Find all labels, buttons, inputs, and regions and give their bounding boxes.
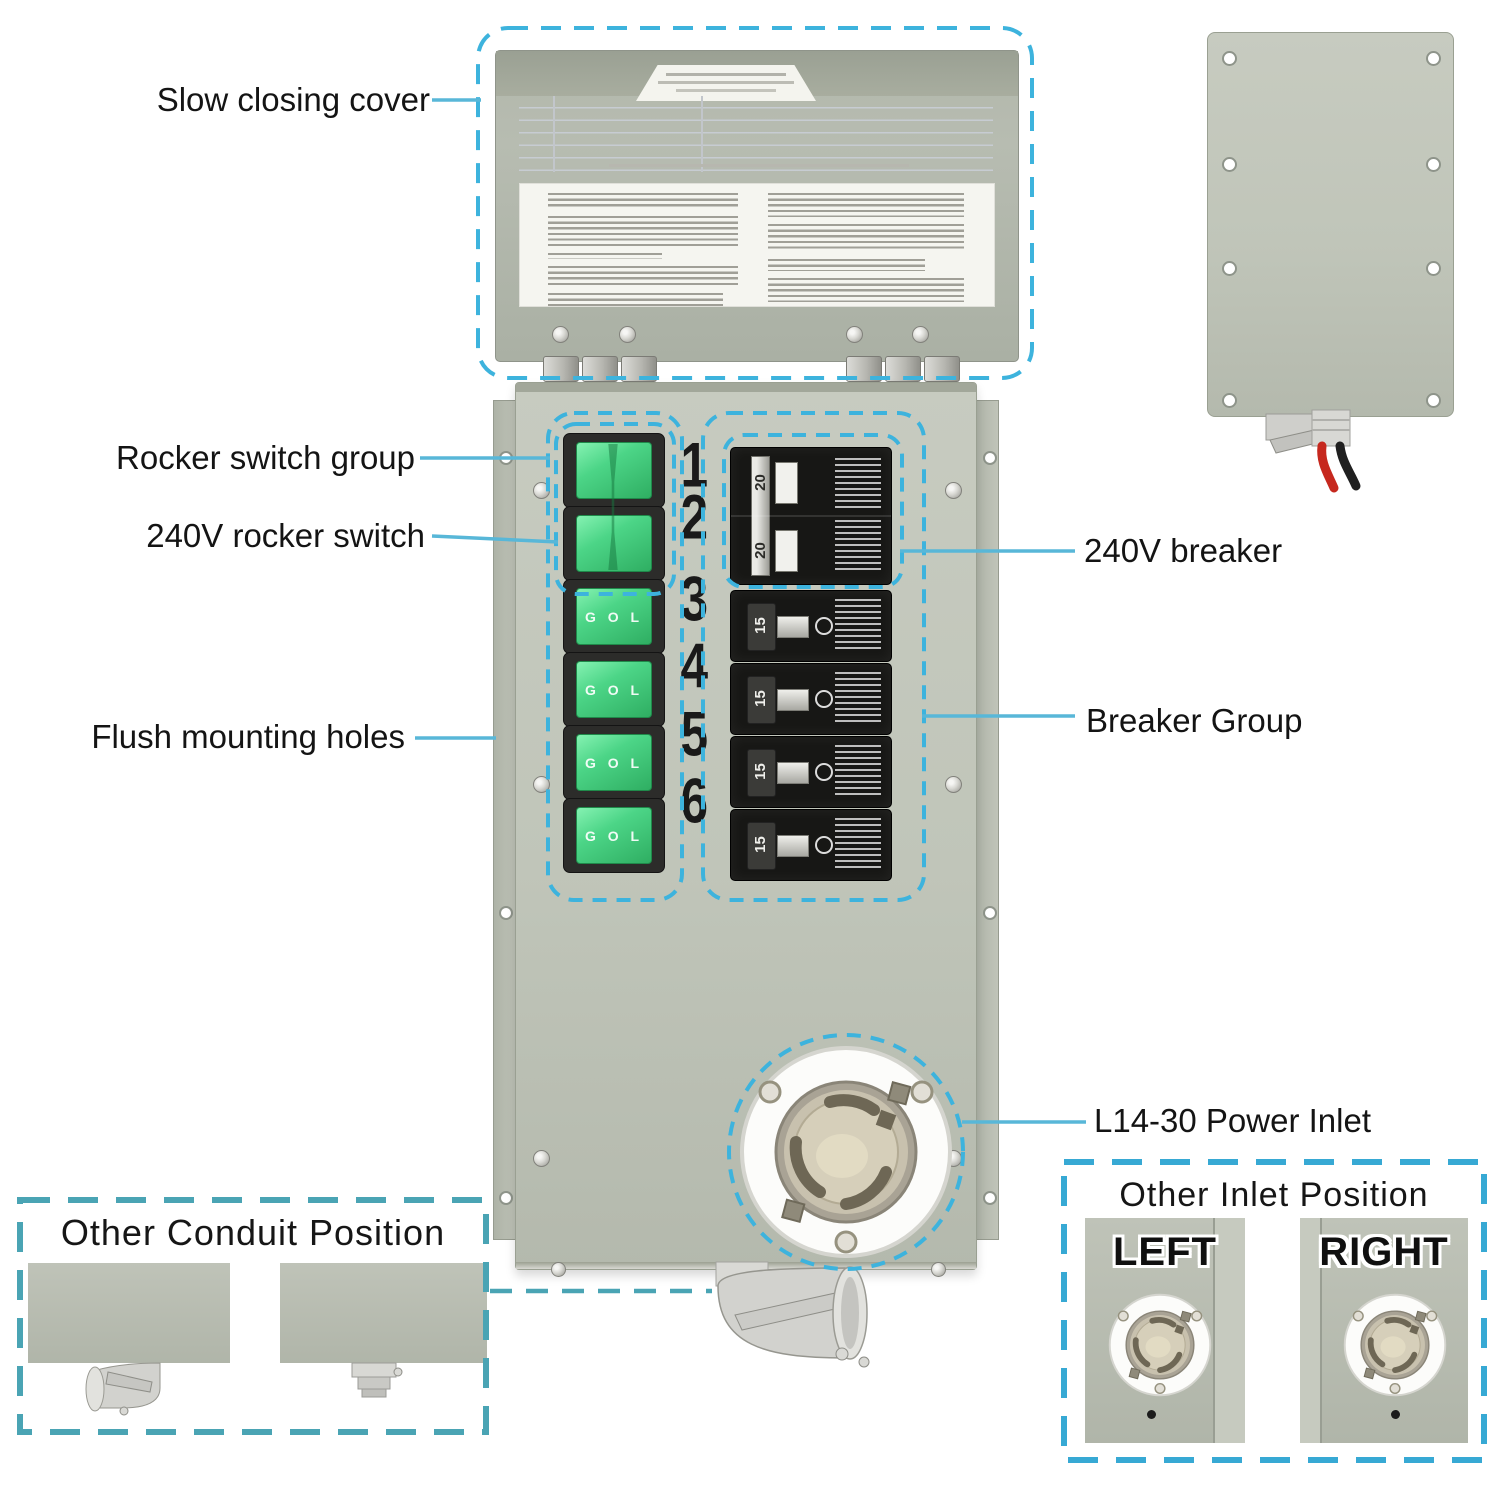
callout-flush-mounting-holes: Flush mounting holes [91, 718, 405, 755]
panel-screw [533, 482, 550, 499]
circuit-number-2: 2 [680, 482, 708, 553]
callout-240v-rocker-switch: 240V rocker switch [146, 517, 425, 554]
panel-screw [945, 1150, 962, 1167]
breaker-single-2: 15 [730, 663, 892, 735]
inlet-photo-left: LEFT [1085, 1218, 1245, 1443]
cover-screw [619, 326, 636, 343]
drain-hole [1391, 1410, 1400, 1419]
back-conduit-and-wires [1265, 409, 1361, 493]
circuit-number-5: 5 [680, 699, 708, 770]
cover-screw [552, 326, 569, 343]
circuit-number-6: 6 [680, 766, 708, 837]
switch-marking: G O L [584, 681, 644, 698]
back-view-panel [1207, 32, 1454, 417]
breaker-rating: 20 [751, 541, 769, 559]
rocker-switch-6: G O L [563, 798, 665, 873]
cover-record-sheet [519, 96, 993, 172]
foot-screw [931, 1262, 946, 1277]
conduit-elbow-main [715, 1261, 870, 1368]
cover-screw [912, 326, 929, 343]
callout-l14-30-power-inlet: L14-30 Power Inlet [1094, 1102, 1372, 1139]
right-position-label: RIGHT [1319, 1230, 1449, 1274]
breaker-single-3: 15 [730, 736, 892, 808]
callout-breaker-group: Breaker Group [1086, 702, 1303, 739]
panel-screw [945, 482, 962, 499]
switch-marking: G O L [584, 754, 644, 771]
other-inlet-position-title: Other Inlet Position [1119, 1176, 1429, 1214]
conduit-fitting-straight [351, 1362, 403, 1398]
cover-assembly [495, 50, 1019, 362]
inlet-photo-right: RIGHT [1300, 1218, 1468, 1443]
foot-screw [551, 1262, 566, 1277]
callout-slow-closing-cover: Slow closing cover [156, 81, 430, 118]
cover-screw [846, 326, 863, 343]
breaker-single-4: 15 [730, 809, 892, 881]
switch-marking: G O L [584, 608, 644, 625]
breaker-double-240v: 20 20 [730, 447, 892, 585]
cover-hinge-left [543, 356, 658, 382]
rocker-switch-5: G O L [563, 725, 665, 800]
rocker-switch-4: G O L [563, 652, 665, 727]
circuit-number-3: 3 [680, 564, 708, 635]
conduit-elbow-small [85, 1362, 161, 1416]
conduit-photo-left [28, 1263, 230, 1363]
panel-screw [945, 776, 962, 793]
drain-hole [1147, 1410, 1156, 1419]
circuit-number-4: 4 [680, 631, 708, 702]
conduit-photo-right [280, 1263, 487, 1363]
callout-rocker-switch-group: Rocker switch group [116, 439, 415, 476]
breaker-rating: 20 [751, 473, 769, 491]
callout-240v-breaker: 240V breaker [1084, 532, 1283, 569]
panel-screw [533, 776, 550, 793]
rocker-switch-3: G O L [563, 579, 665, 654]
panel-screw [533, 1150, 550, 1167]
breaker-single-1: 15 [730, 590, 892, 662]
other-conduit-position-title: Other Conduit Position [60, 1212, 446, 1253]
cover-instruction-label [519, 183, 995, 307]
switch-marking: G O L [584, 827, 644, 844]
cover-hinge-right [846, 356, 961, 382]
left-position-label: LEFT [1113, 1230, 1217, 1274]
